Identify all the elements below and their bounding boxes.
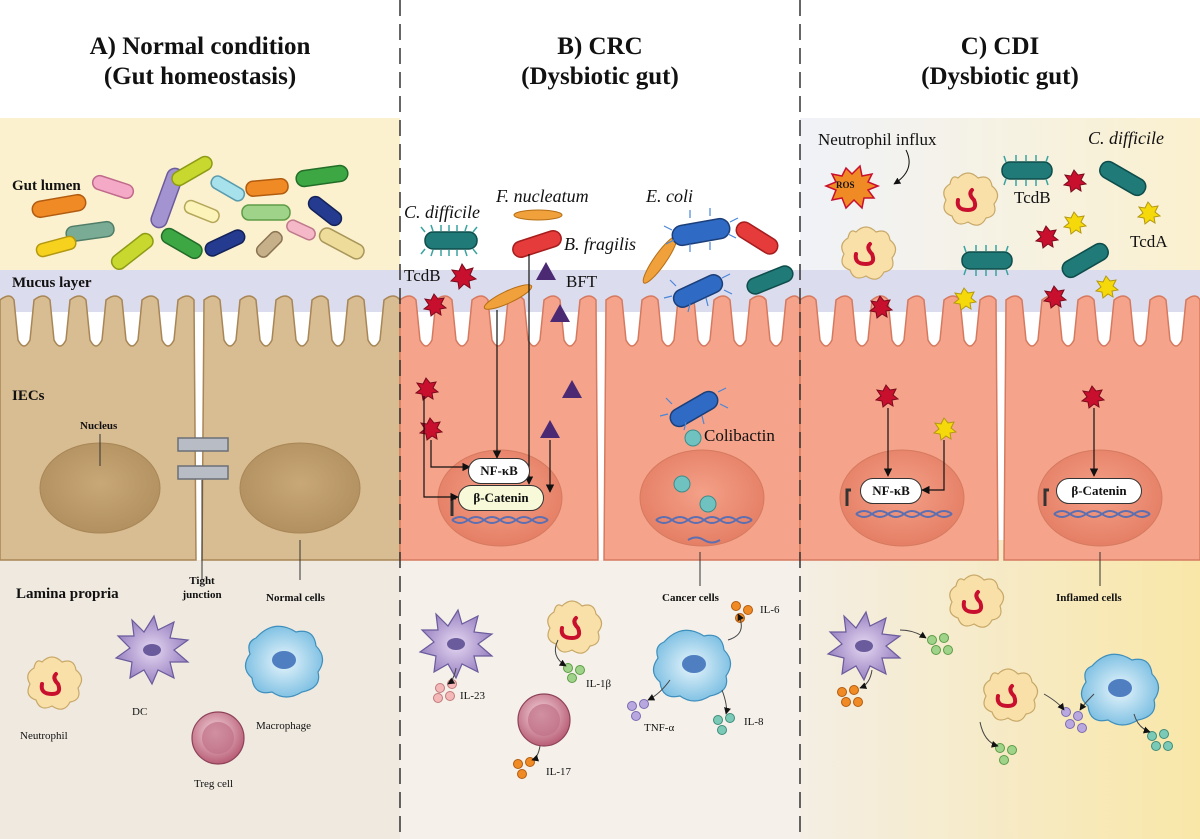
- il8-label: IL-8: [744, 716, 764, 728]
- fnucleatum-b1: [513, 209, 563, 221]
- neutrophil-c4: [983, 668, 1039, 722]
- tnfa-label: TNF-α: [644, 722, 675, 734]
- colibactin: [673, 429, 717, 513]
- cytokine-arrows-b: [447, 613, 744, 762]
- nucleus-label: Nucleus: [80, 420, 118, 432]
- beta-catenin-c-pill: β-Catenin: [1056, 478, 1142, 504]
- macrophage-c: [1080, 653, 1160, 726]
- ecoli-flagella: [659, 208, 739, 431]
- gut-lumen-label: Gut lumen: [12, 178, 81, 194]
- ecoli-label: E. coli: [646, 186, 693, 206]
- macrophage-label: Macrophage: [256, 720, 311, 732]
- fnucleatum-b2: [483, 284, 533, 310]
- il6-label: IL-6: [760, 604, 780, 616]
- neutrophil-influx-label: Neutrophil influx: [818, 130, 937, 149]
- cdifficile-b: [420, 224, 478, 257]
- pathway-arrows-c: [883, 408, 1099, 495]
- bfragilis-b1: [512, 229, 562, 259]
- cytokine-arrows-c: [859, 629, 1151, 748]
- treg-a: [191, 711, 245, 765]
- panel-c-title: C) CDI (Dysbiotic gut): [800, 32, 1200, 92]
- il23-label: IL-23: [460, 690, 486, 702]
- tight-junction-top: [177, 437, 229, 452]
- treg-cell-label: Treg cell: [194, 778, 234, 790]
- macrophage-a: [244, 625, 324, 698]
- cdiff-c-flagella: [963, 155, 1049, 276]
- cdifficile-c: [961, 160, 1147, 279]
- panel-c-title-line1: C) CDI: [960, 33, 1040, 60]
- nucleus-a2: [239, 442, 361, 534]
- tcdb-c-label: TcdB: [1014, 188, 1051, 207]
- nfkb-b-pill: NF-κB: [468, 458, 530, 484]
- dc-b: [418, 608, 494, 680]
- tcda-toxins: [932, 201, 1162, 441]
- panel-c-title-line2: (Dysbiotic gut): [921, 63, 1079, 90]
- il1b-label: IL-1β: [586, 678, 612, 690]
- macrophage-b: [652, 629, 732, 702]
- bfragilis-b2: [735, 221, 779, 255]
- panel-b-title: B) CRC (Dysbiotic gut): [400, 32, 800, 92]
- panel-a-title-line2: (Gut homeostasis): [103, 63, 297, 90]
- cancer-cells-label: Cancer cells: [662, 592, 719, 604]
- tcdb-b-label: TcdB: [404, 266, 441, 285]
- neutrophil-label: Neutrophil: [20, 730, 68, 742]
- treg-b: [517, 693, 571, 747]
- pathway-arrows-b: [423, 254, 555, 502]
- il17-label: IL-17: [546, 766, 572, 778]
- nfkb-c-pill: NF-κB: [860, 478, 922, 504]
- beta-catenin-b-pill: β-Catenin: [458, 485, 544, 511]
- tcda-label: TcdA: [1130, 232, 1168, 251]
- tight-junction-bottom: [177, 465, 229, 480]
- panel-b-title-line2: (Dysbiotic gut): [521, 63, 679, 90]
- neutrophil-b: [547, 600, 603, 654]
- dc-label: DC: [132, 706, 148, 718]
- neutrophil-c3: [949, 574, 1005, 628]
- panel-b-title-line1: B) CRC: [557, 33, 643, 60]
- mucus-layer-label: Mucus layer: [12, 275, 92, 291]
- ecoli-b: [669, 217, 731, 428]
- iecs-label: IECs: [12, 388, 45, 404]
- colibactin-label: Colibactin: [704, 426, 775, 445]
- ros-burst: [823, 164, 881, 210]
- cdifficile-b-label: C. difficile: [404, 202, 480, 222]
- inflamed-cells-label: Inflamed cells: [1056, 592, 1122, 604]
- bfragilis-label: B. fragilis: [564, 234, 637, 254]
- cdifficile-c-label: C. difficile: [1088, 128, 1164, 148]
- mucus-band: [0, 270, 1200, 312]
- neutrophil-a: [27, 656, 83, 710]
- fnucleatum-label: F. nucleatum: [496, 186, 589, 206]
- normal-cells-label: Normal cells: [266, 592, 325, 604]
- cytokines-b: [433, 601, 753, 779]
- tcdb-toxins: [414, 169, 1106, 441]
- bft-label: BFT: [566, 272, 598, 291]
- cdiff-mucus-b: [746, 265, 794, 295]
- ros-label: ROS: [836, 180, 855, 190]
- panel-a-title: A) Normal condition (Gut homeostasis): [0, 32, 400, 92]
- tight-junction-label: Tight junction: [182, 575, 222, 601]
- neutrophil-c1: [943, 172, 999, 226]
- dc-a: [114, 614, 190, 686]
- dna-strands: [451, 510, 1151, 544]
- panel-a-title-line1: A) Normal condition: [89, 33, 311, 60]
- bft-toxins: [536, 262, 582, 438]
- lamina-propria-label: Lamina propria: [16, 586, 119, 602]
- cytokines-c: [837, 633, 1173, 765]
- dc-c: [826, 610, 902, 682]
- neutrophil-c2: [841, 226, 897, 280]
- commensal-bacteria: [31, 155, 365, 271]
